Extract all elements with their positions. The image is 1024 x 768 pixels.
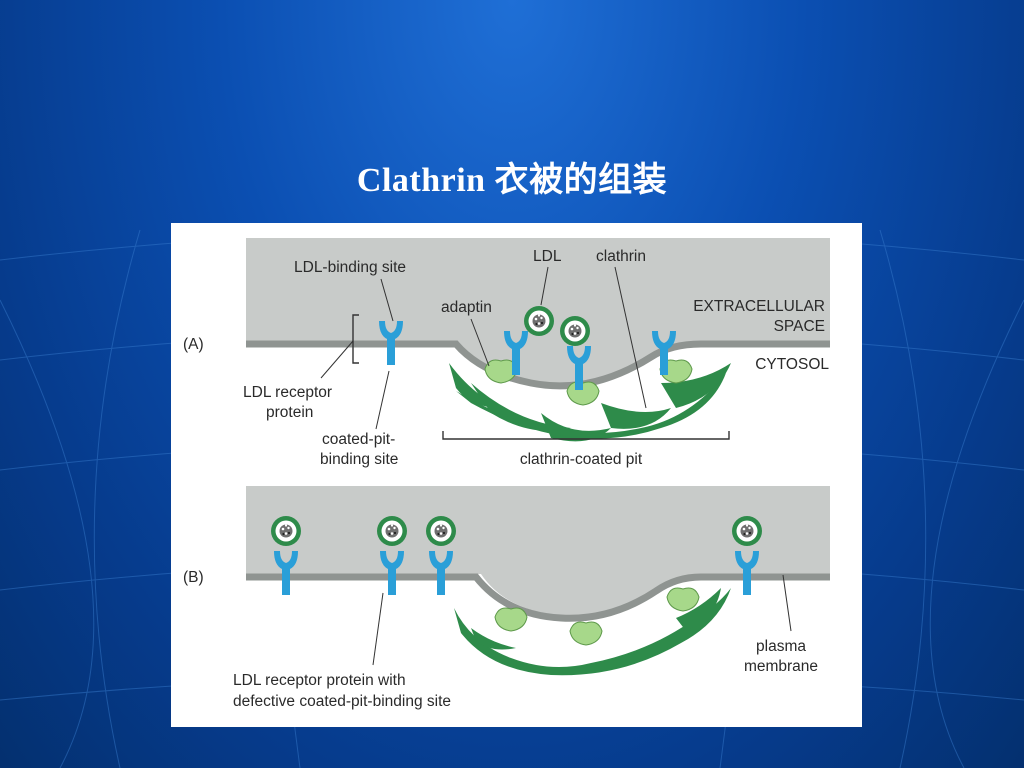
leader-clathrin — [614, 266, 647, 409]
ldl-particle-icon — [377, 516, 407, 546]
label-clathrin: clathrin — [596, 248, 646, 265]
adaptin-icon — [569, 621, 603, 646]
ldl-particle-icon — [524, 306, 554, 336]
ldl-particle-icon — [426, 516, 456, 546]
receptor-leader — [320, 340, 354, 379]
leader-adaptin — [470, 318, 490, 367]
panel-b-plasma-membrane — [246, 573, 830, 622]
label-adaptin: adaptin — [441, 299, 492, 316]
label-space: SPACE — [774, 318, 825, 335]
label-membrane: membrane — [744, 658, 818, 675]
label-plasma: plasma — [756, 638, 806, 655]
label-defective-line1: LDL receptor protein with — [233, 672, 406, 689]
leader-ldl — [540, 266, 549, 306]
ldl-particle-icon — [732, 516, 762, 546]
leader-plasma-membrane — [782, 574, 792, 632]
leader-defective-receptor — [372, 592, 384, 666]
label-coated-pit: coated-pit- — [322, 431, 395, 448]
label-extracellular: EXTRACELLULAR — [693, 298, 825, 315]
clathrin-coat-a — [449, 363, 731, 442]
panel-a-label: (A) — [183, 336, 204, 353]
label-cytosol: CYTOSOL — [755, 356, 829, 373]
panel-b: (B) plasma membrane LDL receptor protein… — [183, 486, 830, 710]
label-ldl-binding-site: LDL-binding site — [294, 259, 406, 276]
label-clathrin-coated-pit: clathrin-coated pit — [520, 451, 643, 468]
leader-coated-pit-binding-site — [375, 370, 390, 430]
receptor-bracket — [352, 314, 359, 364]
diagram-svg: (A) LDL-binding site LDL clathrin — [183, 238, 830, 710]
label-binding-site: binding site — [320, 451, 398, 468]
label-ldl-receptor: LDL receptor — [243, 384, 332, 401]
panel-b-extracellular-space — [246, 486, 830, 616]
slide-title: Clathrin 衣被的组装 — [356, 162, 668, 199]
label-protein: protein — [266, 404, 313, 421]
leader-ldl-binding-site — [380, 278, 394, 322]
label-defective-line2: defective coated-pit-binding site — [233, 693, 451, 710]
adaptin-icon — [666, 587, 700, 612]
panel-a: (A) LDL-binding site LDL clathrin — [183, 238, 830, 468]
ldl-particle-icon — [560, 316, 590, 346]
clathrin-coated-pit-bracket — [442, 431, 730, 440]
panel-b-label: (B) — [183, 569, 204, 586]
label-ldl: LDL — [533, 248, 562, 265]
ldl-particle-icon — [271, 516, 301, 546]
clathrin-coat-b — [454, 588, 731, 676]
ldl-clathrin-figure: (A) LDL-binding site LDL clathrin — [171, 223, 862, 727]
adaptin-icon — [494, 607, 528, 632]
